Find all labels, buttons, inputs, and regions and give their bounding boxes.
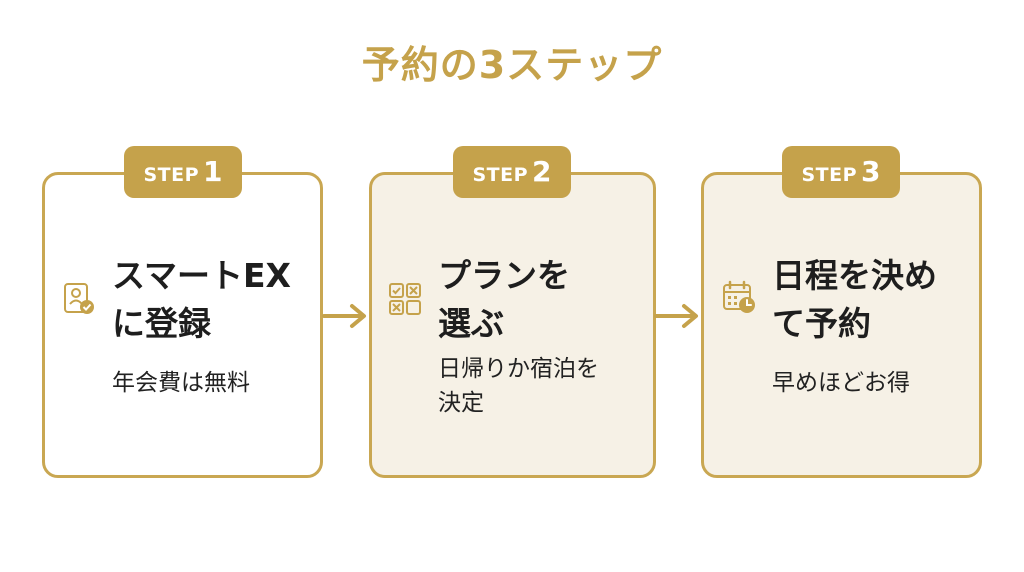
step-badge-word: STEP	[801, 164, 858, 186]
step-heading-3: 日程を決め て予約	[772, 252, 937, 348]
step-badge-word: STEP	[472, 164, 529, 186]
step-heading-line: て予約	[772, 304, 871, 343]
step-card-1	[42, 172, 323, 478]
arrow-right-icon	[654, 304, 698, 328]
step-desc-line: 早めほどお得	[772, 370, 910, 396]
step-badge-number: 1	[203, 155, 223, 188]
step-heading-line: プランを	[438, 256, 570, 295]
step-badge-number: 2	[532, 155, 552, 188]
step-heading-2: プランを 選ぶ	[438, 252, 570, 348]
step-desc-line: 年会費は無料	[112, 370, 250, 396]
step-desc-3: 早めほどお得	[772, 366, 910, 400]
step-heading-line: スマートEX	[112, 256, 291, 295]
step-badge-word: STEP	[143, 164, 200, 186]
step-heading-line: 日程を決め	[772, 256, 937, 295]
page-title: 予約の3ステップ	[361, 43, 663, 87]
step-desc-line: 日帰りか宿泊を	[438, 356, 599, 382]
checklist-grid-icon	[389, 283, 421, 315]
step-heading-1: スマートEX に登録	[112, 252, 291, 348]
step-desc-1: 年会費は無料	[112, 366, 250, 400]
step-badge-number: 3	[861, 155, 881, 188]
step-card-3	[701, 172, 982, 478]
step-desc-2: 日帰りか宿泊を 決定	[438, 352, 599, 420]
step-desc-line: 決定	[438, 390, 484, 416]
step-card-2	[369, 172, 656, 478]
calendar-clock-icon	[723, 280, 755, 313]
step-heading-line: 選ぶ	[438, 304, 504, 343]
arrow-right-icon	[322, 304, 366, 328]
step-heading-line: に登録	[112, 304, 211, 343]
id-card-check-icon	[64, 283, 94, 314]
